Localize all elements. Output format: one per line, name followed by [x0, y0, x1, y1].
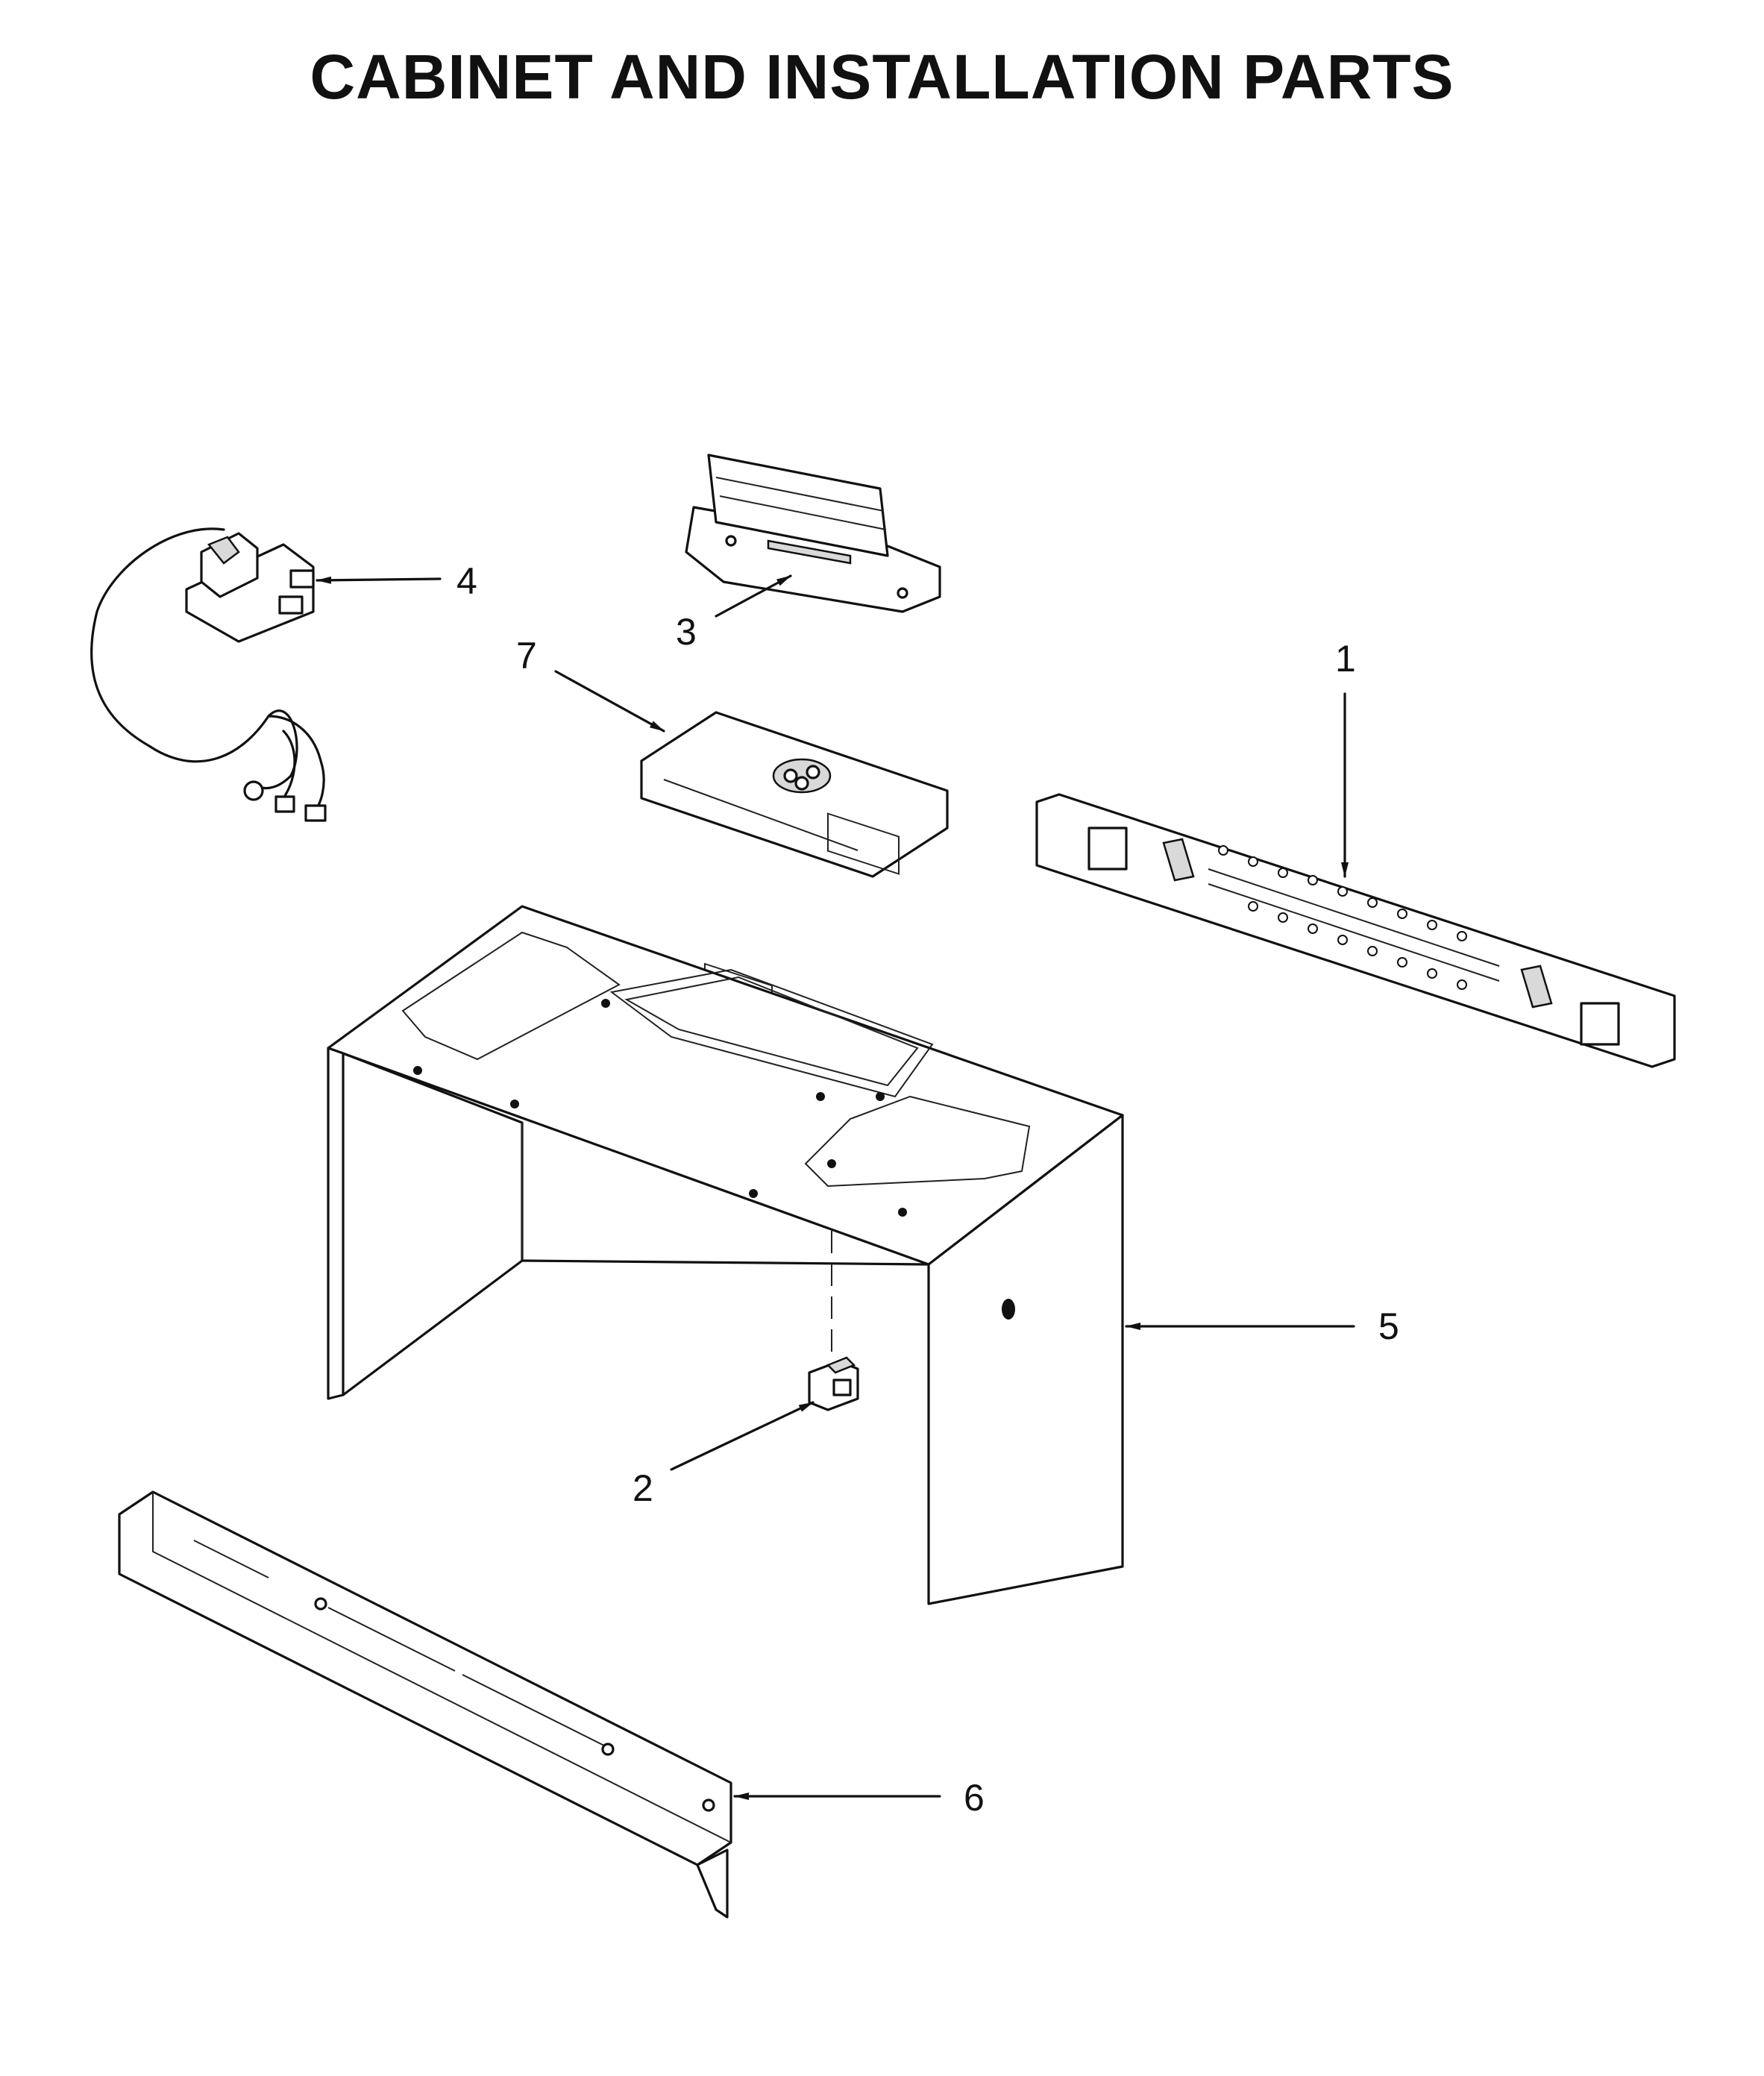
callout-2: 2: [633, 1467, 653, 1509]
page-title: CABINET AND INSTALLATION PARTS: [310, 42, 1454, 112]
clip-part: [808, 1356, 859, 1411]
cabinet-part: [327, 905, 1124, 1605]
leader-lines: [316, 574, 1355, 1800]
callout-3: 3: [676, 611, 697, 653]
callout-5: 5: [1378, 1305, 1399, 1347]
power-cord-part: [90, 527, 327, 822]
mounting-bracket-part: [1035, 793, 1676, 1068]
bottom-trim-part: [118, 1490, 732, 1919]
callout-1: 1: [1335, 638, 1356, 680]
callout-7: 7: [516, 635, 537, 677]
callout-6: 6: [964, 1777, 985, 1819]
top-vent-part: [685, 454, 941, 613]
callout-4: 4: [456, 560, 477, 602]
